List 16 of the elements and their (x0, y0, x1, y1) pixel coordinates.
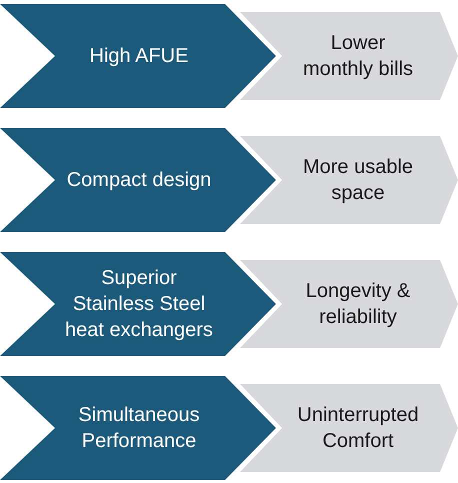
benefit-banner (240, 260, 458, 348)
banner-label: Longevity & reliability (304, 279, 412, 330)
feature-banner (0, 376, 276, 480)
benefit-banner (240, 136, 458, 224)
banner-label: Lower monthly bills (302, 31, 414, 82)
benefit-banner (240, 384, 458, 472)
banner-label: Superior Stainless Steel heat exchangers (64, 266, 214, 343)
banner-label: Uninterrupted Comfort (296, 403, 420, 454)
banner-label: More usable space (302, 155, 414, 206)
banner-label: Simultaneous Performance (77, 403, 201, 454)
benefit-banner (240, 12, 458, 100)
banner-label: High AFUE (90, 44, 188, 69)
feature-banner (0, 128, 276, 232)
feature-banner (0, 4, 276, 108)
banner-label: Compact design (66, 168, 212, 193)
feature-banner (0, 252, 276, 356)
